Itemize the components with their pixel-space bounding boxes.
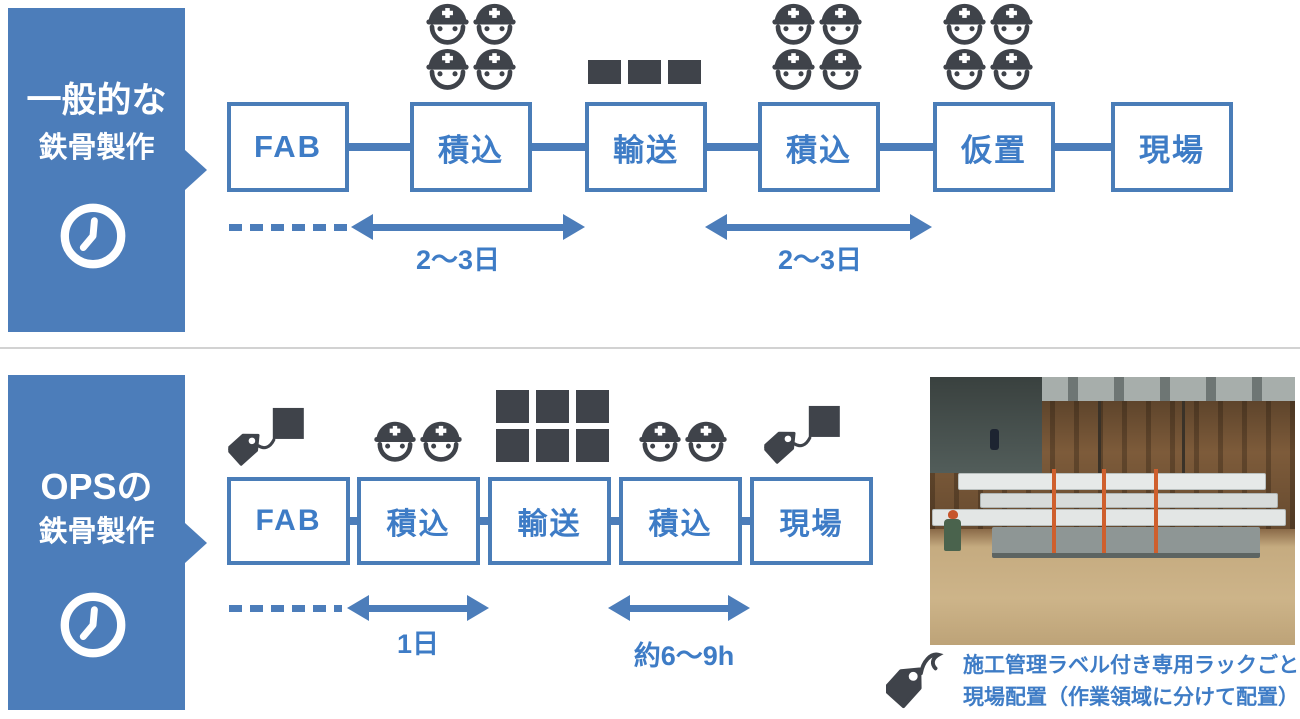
workers-x2-icon (372, 419, 464, 465)
tag-with-square-icon (228, 406, 306, 466)
photo-orange-strap (1154, 469, 1158, 553)
cargo-square (668, 60, 701, 84)
step-box-loading-2: 積込 (758, 102, 880, 192)
step-box-loading-2: 積込 (619, 477, 742, 565)
cargo-squares-x3-icon (588, 60, 701, 84)
photo-worker-helmet (948, 510, 958, 519)
step-box-site: 現場 (1111, 102, 1233, 192)
photo-crane-cable (1182, 401, 1185, 487)
cargo-square (576, 429, 609, 462)
photo-worker-figure (944, 519, 961, 551)
workers-x4-icon (770, 2, 864, 94)
ops-panel-title-line2: 鉄骨製作 (38, 516, 155, 548)
photo-rack-frame (992, 527, 1260, 558)
photo-orange-strap (1102, 469, 1106, 553)
photo-steel-beam (980, 493, 1278, 508)
duration-label-1: 2～3日 (415, 245, 501, 275)
cargo-square (576, 390, 609, 423)
cargo-square (588, 60, 621, 84)
cargo-square (496, 429, 529, 462)
general-panel-title-line1: 一般的な (26, 81, 167, 120)
step-box-transport: 輸送 (585, 102, 707, 192)
general-label-panel (8, 8, 207, 332)
duration-label-2: 2～3日 (777, 245, 863, 275)
cargo-square (536, 429, 569, 462)
section-divider (0, 347, 1300, 349)
workers-x2-icon (637, 419, 729, 465)
workers-x4-icon (941, 2, 1035, 94)
cargo-square (536, 390, 569, 423)
cargo-square (496, 390, 529, 423)
photo-steel-beam (958, 473, 1266, 490)
photo-background-person (990, 429, 999, 450)
photo-caption-line2: 現場配置（作業領域に分けて配置） (963, 686, 1299, 709)
step-box-fab: FAB (227, 477, 350, 565)
clock-icon (56, 199, 130, 273)
step-box-loading-1: 積込 (357, 477, 480, 565)
duration-arrow-2 (705, 214, 932, 240)
cargo-squares-x6-icon (496, 390, 609, 462)
tag-with-square-icon (764, 404, 842, 464)
site-photo (930, 377, 1295, 645)
lead-dashed-line (229, 224, 348, 231)
lead-dashed-line (229, 605, 342, 612)
step-box-fab: FAB (227, 102, 349, 192)
duration-arrow-2 (608, 595, 750, 621)
step-box-temporary-placement: 仮置 (933, 102, 1055, 192)
step-box-site: 現場 (750, 477, 873, 565)
flow-connector-line (340, 143, 1120, 151)
photo-corner-structure (930, 377, 1042, 473)
duration-arrow-1 (351, 214, 585, 240)
duration-arrow-1 (347, 595, 489, 621)
panel-pointer (185, 522, 207, 563)
cargo-square (628, 60, 661, 84)
photo-orange-strap (1052, 469, 1056, 553)
photo-caption-line1: 施工管理ラベル付き専用ラックごと (963, 654, 1299, 677)
clock-icon (56, 588, 130, 662)
tag-icon (886, 652, 941, 709)
workers-x4-icon (424, 2, 518, 94)
general-panel-title-line2: 鉄骨製作 (38, 132, 155, 164)
step-box-transport: 輸送 (488, 477, 611, 565)
duration-label-2: 約6～9h (633, 641, 735, 671)
ops-panel-title-line1: OPSの (40, 466, 153, 507)
panel-pointer (185, 150, 207, 190)
step-box-loading-1: 積込 (410, 102, 532, 192)
photo-crane-cable (1098, 401, 1101, 487)
duration-label-1: 1日 (396, 629, 440, 659)
photo-steel-beam (932, 509, 1286, 526)
